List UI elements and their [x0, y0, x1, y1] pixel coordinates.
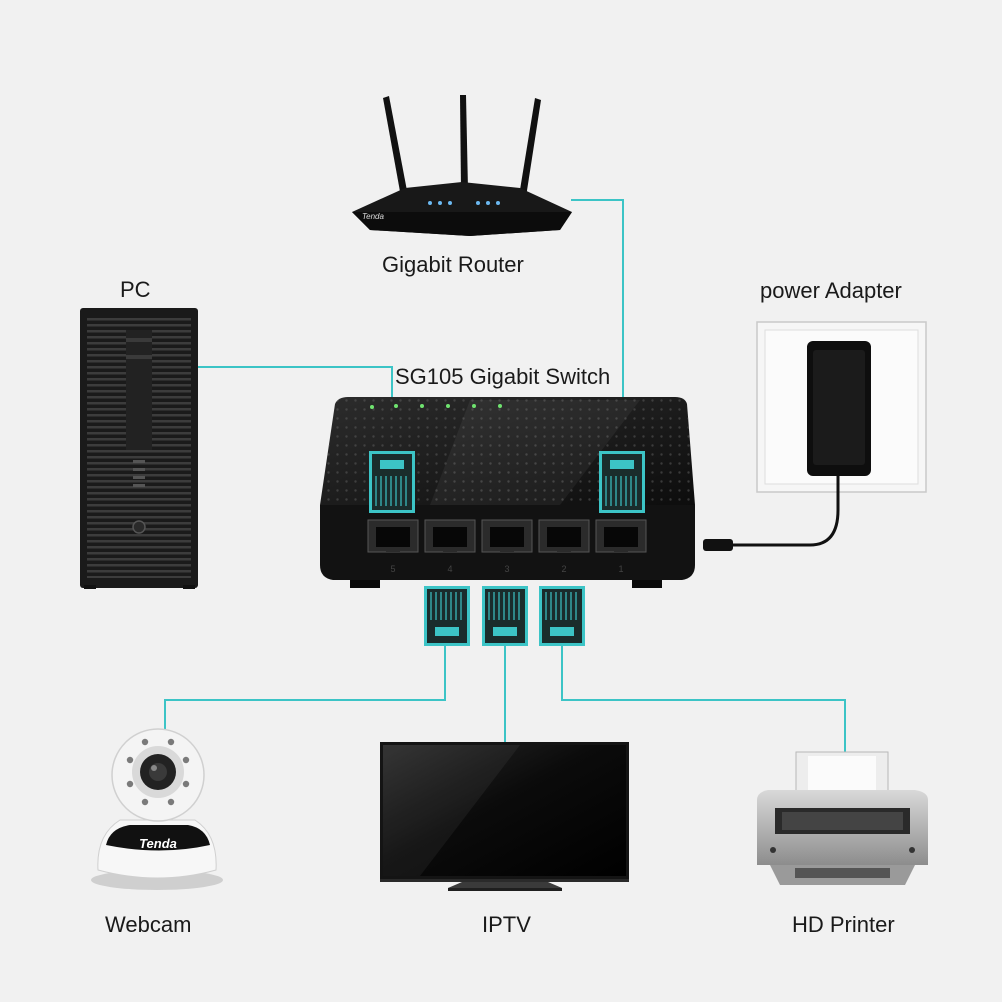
port-number: 3 [504, 564, 509, 574]
power-adapter-icon [703, 321, 927, 551]
iptv-label: IPTV [482, 912, 531, 937]
rj45-plug-icon [369, 451, 415, 513]
switch-port [481, 519, 533, 553]
port-number: 1 [618, 564, 623, 574]
switch-ports [367, 519, 647, 553]
cable-printer [561, 645, 846, 752]
webcam-label: Webcam [105, 912, 192, 937]
port-number: 4 [447, 564, 452, 574]
port-number: 2 [561, 564, 566, 574]
tv-icon [380, 742, 629, 891]
pc-tower-icon [80, 308, 198, 589]
webcam-brand-logo: Tenda [139, 836, 177, 851]
printer-icon [757, 751, 928, 885]
cable-webcam [164, 645, 446, 745]
switch-port [595, 519, 647, 553]
router-brand-logo: Tenda [362, 212, 385, 221]
switch-port [538, 519, 590, 553]
cable-router-switch [571, 199, 624, 455]
webcam-icon: Tenda [91, 728, 223, 890]
rj45-plug-icon [599, 451, 645, 513]
port-number: 5 [390, 564, 395, 574]
printer-label: HD Printer [792, 912, 895, 937]
switch-label: SG105 Gigabit Switch [395, 364, 611, 389]
pc-label: PC [120, 277, 151, 302]
rj45-plug-icon [539, 586, 585, 646]
rj45-plugs [369, 451, 645, 646]
rj45-plug-icon [424, 586, 470, 646]
power-adapter-label: power Adapter [760, 278, 902, 303]
switch-port [367, 519, 419, 553]
switch-port [424, 519, 476, 553]
router-icon: Tenda [352, 95, 572, 236]
rj45-plug-icon [482, 586, 528, 646]
router-label: Gigabit Router [382, 252, 524, 277]
